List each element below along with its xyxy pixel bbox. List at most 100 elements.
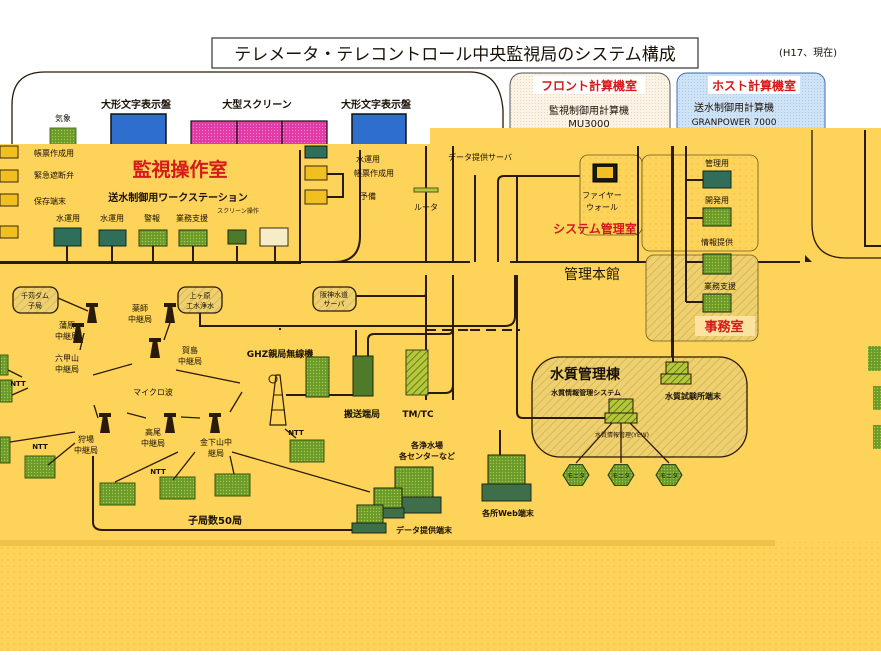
substation-edge-2 bbox=[873, 386, 881, 410]
data-terminal-label: データ提供端末 bbox=[396, 525, 452, 535]
control-room-title: 監視操作室 bbox=[132, 158, 227, 181]
carrier-terminal-unit bbox=[352, 355, 374, 397]
yew-label: 水質情報管理(YEW) bbox=[595, 431, 649, 439]
right-terminal-label-2: 帳票作成用 bbox=[354, 168, 394, 178]
relay-label-kariba: 狩場 bbox=[78, 434, 94, 444]
office-terminal-label-2: 開発用 bbox=[705, 196, 729, 205]
right-terminal-label-3: 予備 bbox=[360, 191, 376, 201]
front-room-title: フロント計算機室 bbox=[541, 78, 637, 93]
ntt-label-4: NTT bbox=[288, 429, 304, 437]
workstation-label-4: 業務支援 bbox=[176, 213, 208, 223]
substation-box bbox=[214, 473, 251, 497]
relay-label-kanashita: 金下山中 bbox=[200, 437, 232, 447]
firewall-label-1: ファイヤー bbox=[582, 191, 622, 200]
microwave-label: マイクロ波 bbox=[133, 387, 173, 397]
host-room-title-bg bbox=[708, 76, 800, 94]
monitor-station-hexagon bbox=[655, 464, 683, 486]
office-upper-room bbox=[641, 154, 759, 252]
date-note: (H17、現在) bbox=[779, 47, 837, 59]
left-terminal-2 bbox=[0, 169, 19, 183]
front-computer-label: 監視制御用計算機 bbox=[549, 104, 629, 117]
ghz-antenna-tower-icon bbox=[268, 374, 287, 426]
office-title: 事務室 bbox=[704, 319, 743, 335]
front-computer-model: MU3000 bbox=[568, 119, 609, 130]
office-terminal-1 bbox=[702, 170, 732, 189]
svg-text:中継局: 中継局 bbox=[178, 356, 202, 366]
office-terminal-label-1: 管理用 bbox=[705, 158, 729, 168]
svg-text:継局: 継局 bbox=[208, 448, 224, 458]
monitor-label: モニタ bbox=[660, 472, 678, 480]
firewall-label-2: ウォール bbox=[586, 203, 618, 212]
substation-trunk bbox=[92, 456, 355, 531]
relay-label-rokko: 六甲山 bbox=[55, 353, 79, 363]
workstation-5 bbox=[227, 229, 247, 245]
relay-label-yakushi: 薬師 bbox=[132, 303, 148, 313]
host-computer-label: 送水制御用計算機 bbox=[694, 101, 774, 114]
workstation-3 bbox=[138, 229, 168, 247]
office-terminal-3 bbox=[702, 253, 732, 275]
station-box-sengari bbox=[12, 286, 59, 314]
svg-text:中継局: 中継局 bbox=[141, 438, 165, 448]
right-display-label: 大形文字表示盤 bbox=[341, 98, 412, 111]
ntt-label-3: NTT bbox=[150, 468, 166, 476]
office-terminal-2 bbox=[702, 207, 732, 227]
right-terminal-3 bbox=[304, 189, 328, 205]
relay-tower-icon bbox=[209, 413, 221, 433]
relay-label-takao: 高尾 bbox=[145, 427, 161, 437]
left-display-label: 大形文字表示盤 bbox=[101, 98, 172, 111]
substation-box bbox=[0, 354, 9, 376]
svg-text:上ヶ原: 上ヶ原 bbox=[190, 291, 211, 300]
svg-text:サーバ: サーバ bbox=[324, 300, 345, 308]
left-terminal-4 bbox=[0, 225, 19, 239]
left-terminal-label-1: 帳票作成用 bbox=[34, 148, 74, 158]
svg-text:中継局: 中継局 bbox=[55, 331, 79, 341]
plants-label-2: 各センターなど bbox=[398, 451, 455, 461]
web-terminal bbox=[487, 454, 526, 485]
monitor-station-hexagon bbox=[562, 464, 590, 486]
system-room-title: システム管理室 bbox=[553, 221, 637, 236]
substation-edge-3 bbox=[873, 425, 881, 449]
main-building-label: 管理本館 bbox=[564, 266, 620, 283]
router-icon bbox=[413, 187, 439, 193]
water-quality-title: 水質管理棟 bbox=[550, 366, 621, 383]
title-box bbox=[211, 37, 699, 69]
large-screen-label: 大型スクリーン bbox=[222, 98, 292, 111]
lower-dotted-area bbox=[0, 542, 881, 651]
left-terminal-label-2: 緊急遮断弁 bbox=[34, 170, 74, 180]
data-terminal bbox=[356, 504, 384, 524]
workstation-label-3: 警報 bbox=[144, 213, 160, 223]
left-terminal-1 bbox=[0, 145, 19, 159]
monitor-station-hexagon bbox=[607, 464, 635, 486]
right-terminal-1 bbox=[304, 145, 328, 159]
workstation-label-5: スクリーン操作 bbox=[217, 207, 259, 215]
ghz-radio-unit bbox=[305, 356, 330, 398]
front-room-title-bg bbox=[533, 76, 645, 94]
left-terminal-3 bbox=[0, 193, 19, 207]
svg-text:中継局: 中継局 bbox=[128, 314, 152, 324]
substation-box bbox=[0, 436, 11, 464]
page-title: テレメータ・テレコントロール中央監視局のシステム構成 bbox=[234, 45, 676, 65]
workstation-4 bbox=[178, 229, 208, 247]
relay-tower-icon bbox=[86, 303, 98, 323]
office-terminal-label-4: 業務支援 bbox=[704, 281, 736, 291]
station-label-sengari-2: 子局 bbox=[28, 302, 42, 310]
water-quality-building bbox=[531, 356, 748, 458]
left-terminal-label-3: 保存端末 bbox=[34, 196, 66, 206]
tmtc-unit bbox=[405, 349, 429, 396]
workstation-title: 送水制御用ワークステーション bbox=[107, 191, 248, 204]
workstation-label-2: 水運用 bbox=[100, 213, 124, 223]
tmtc-label: TM/TC bbox=[402, 410, 434, 420]
office-terminal-label-3: 情報提供 bbox=[701, 237, 733, 247]
relay-tower-icon bbox=[72, 323, 84, 343]
workstation-label-1: 水運用 bbox=[56, 213, 80, 223]
station-box-hanshin bbox=[312, 286, 357, 312]
water-quality-system-label: 水質情報管理システム bbox=[551, 388, 621, 397]
substation-box bbox=[99, 482, 136, 506]
web-terminal-label: 各所Web端末 bbox=[481, 508, 534, 518]
workstation-2 bbox=[98, 229, 127, 247]
relay-tower-icon bbox=[149, 338, 161, 358]
host-room-title: ホスト計算機室 bbox=[712, 78, 796, 93]
large-screen-panel-1 bbox=[190, 120, 238, 149]
